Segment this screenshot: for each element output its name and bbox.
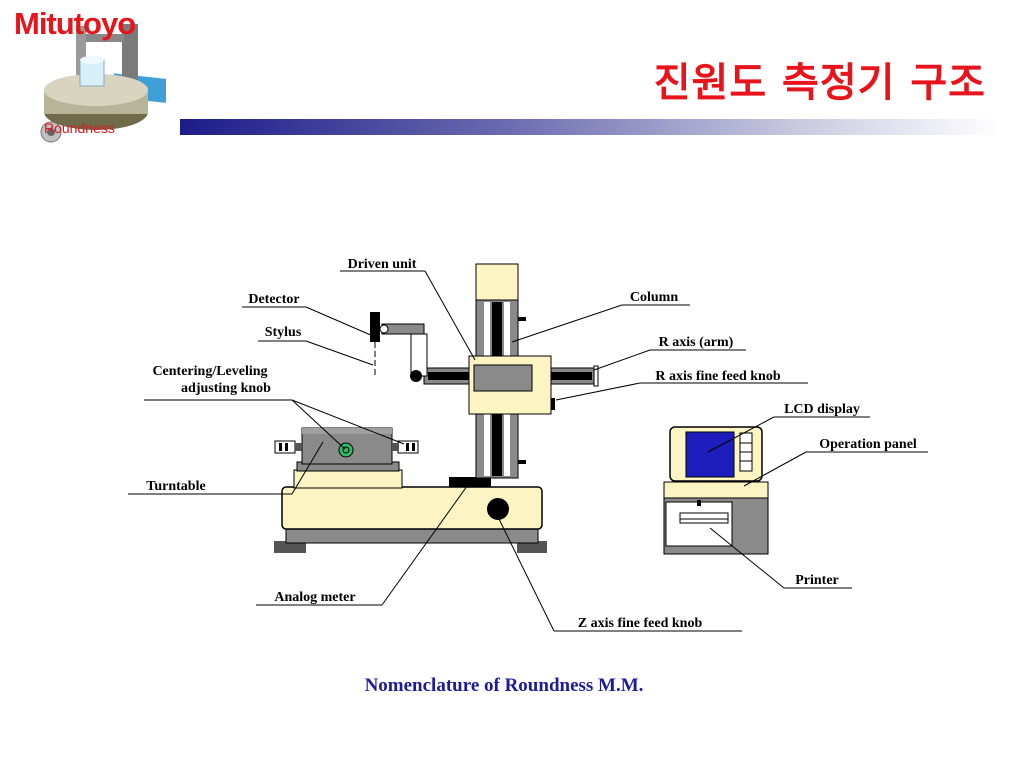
label-analog-meter: Analog meter bbox=[274, 590, 355, 605]
turntable-lower bbox=[293, 469, 403, 489]
detector bbox=[370, 312, 428, 382]
label-stylus: Stylus bbox=[265, 325, 302, 340]
label-driven-unit: Driven unit bbox=[348, 257, 417, 272]
label-centering-line1: Centering/Leveling bbox=[152, 364, 267, 379]
label-centering-line2: adjusting knob bbox=[181, 381, 271, 396]
label-printer: Printer bbox=[795, 573, 839, 588]
roundness-machine-logo-icon bbox=[40, 24, 166, 143]
label-operation-panel: Operation panel bbox=[819, 437, 917, 452]
operation-panel bbox=[739, 432, 753, 472]
page-title: 진원도 측정기 구조 bbox=[653, 60, 986, 106]
product-name: Roundness bbox=[44, 120, 115, 136]
label-r-axis-arm: R axis (arm) bbox=[659, 335, 734, 350]
label-z-axis-knob: Z axis fine feed knob bbox=[578, 616, 703, 631]
console-top bbox=[663, 481, 769, 499]
column-top-cap bbox=[475, 263, 519, 301]
z-axis-knob-icon bbox=[487, 498, 509, 520]
diagram-caption: Nomenclature of Roundness M.M. bbox=[364, 675, 644, 696]
label-lcd-display: LCD display bbox=[784, 402, 860, 417]
leader-lines bbox=[128, 270, 928, 632]
base-foot-left bbox=[274, 541, 306, 553]
leveling-knob-right-icon bbox=[392, 440, 419, 454]
mitutoyo-logo: Mitutoyo Roundness bbox=[6, 4, 166, 154]
label-detector: Detector bbox=[248, 292, 299, 307]
machine-base bbox=[281, 486, 543, 530]
printer bbox=[665, 500, 733, 547]
base-foot-right bbox=[517, 541, 547, 553]
lcd-screen bbox=[685, 431, 735, 478]
label-turntable: Turntable bbox=[146, 479, 205, 494]
brand-name: Mitutoyo bbox=[14, 6, 136, 41]
leveling-knob-left-icon bbox=[274, 440, 302, 454]
r-axis-knob-icon bbox=[549, 398, 555, 410]
label-column: Column bbox=[630, 290, 678, 305]
title-underline-bar bbox=[180, 119, 1000, 135]
label-r-axis-knob: R axis fine feed knob bbox=[655, 369, 780, 384]
